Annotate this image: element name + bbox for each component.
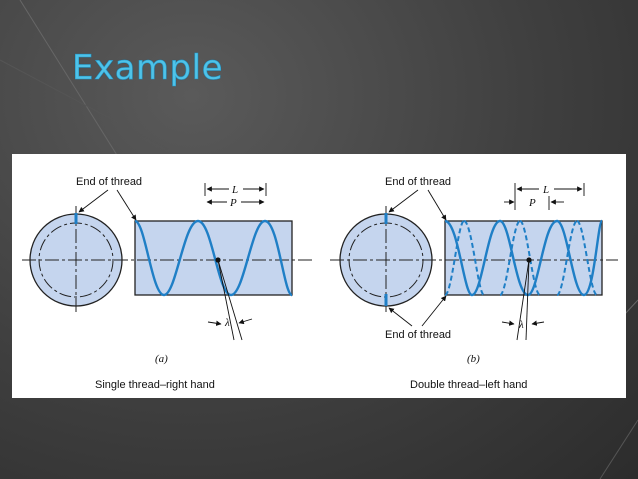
dimension-lead-left: L <box>204 183 267 196</box>
label-L-right: L <box>542 184 549 196</box>
dimension-pitch-right: P <box>504 196 564 210</box>
label-end-of-thread-right-bottom: End of thread <box>385 329 451 341</box>
label-L-left: L <box>231 184 238 196</box>
label-P-right: P <box>528 197 536 209</box>
slide-title: Example <box>72 48 224 89</box>
figure-panel: End of thread L P <box>12 154 626 398</box>
leader-end-right-top-1 <box>388 189 419 213</box>
label-P-left: P <box>229 197 237 209</box>
dimension-pitch-left: P <box>206 197 265 209</box>
caption-letter-a: (a) <box>155 353 168 365</box>
leader-end-right-bottom-2 <box>421 295 447 327</box>
leader-end-right-top-2 <box>427 189 447 221</box>
label-lambda-right: λ <box>518 319 524 331</box>
thread-diagram: End of thread L P <box>22 176 618 391</box>
lead-angle-left: λ <box>207 259 253 341</box>
label-lambda-left: λ <box>224 317 230 329</box>
label-end-of-thread-left: End of thread <box>76 176 142 188</box>
leader-end-right-bottom-1 <box>388 307 413 327</box>
leader-end-left-2 <box>116 189 137 221</box>
lead-angle-right: λ <box>501 259 545 341</box>
diagram-double-thread: End of thread End of thread L P <box>330 176 618 391</box>
dimension-lead-right: L <box>514 183 585 210</box>
caption-letter-b: (b) <box>467 353 480 365</box>
diagram-single-thread: End of thread L P <box>22 176 312 391</box>
label-end-of-thread-right-top: End of thread <box>385 176 451 188</box>
caption-single-thread: Single thread–right hand <box>95 379 215 391</box>
shaft-left <box>134 220 293 296</box>
leader-end-left-1 <box>78 189 109 213</box>
caption-double-thread: Double thread–left hand <box>410 379 527 391</box>
thread-helix-left <box>134 219 294 297</box>
